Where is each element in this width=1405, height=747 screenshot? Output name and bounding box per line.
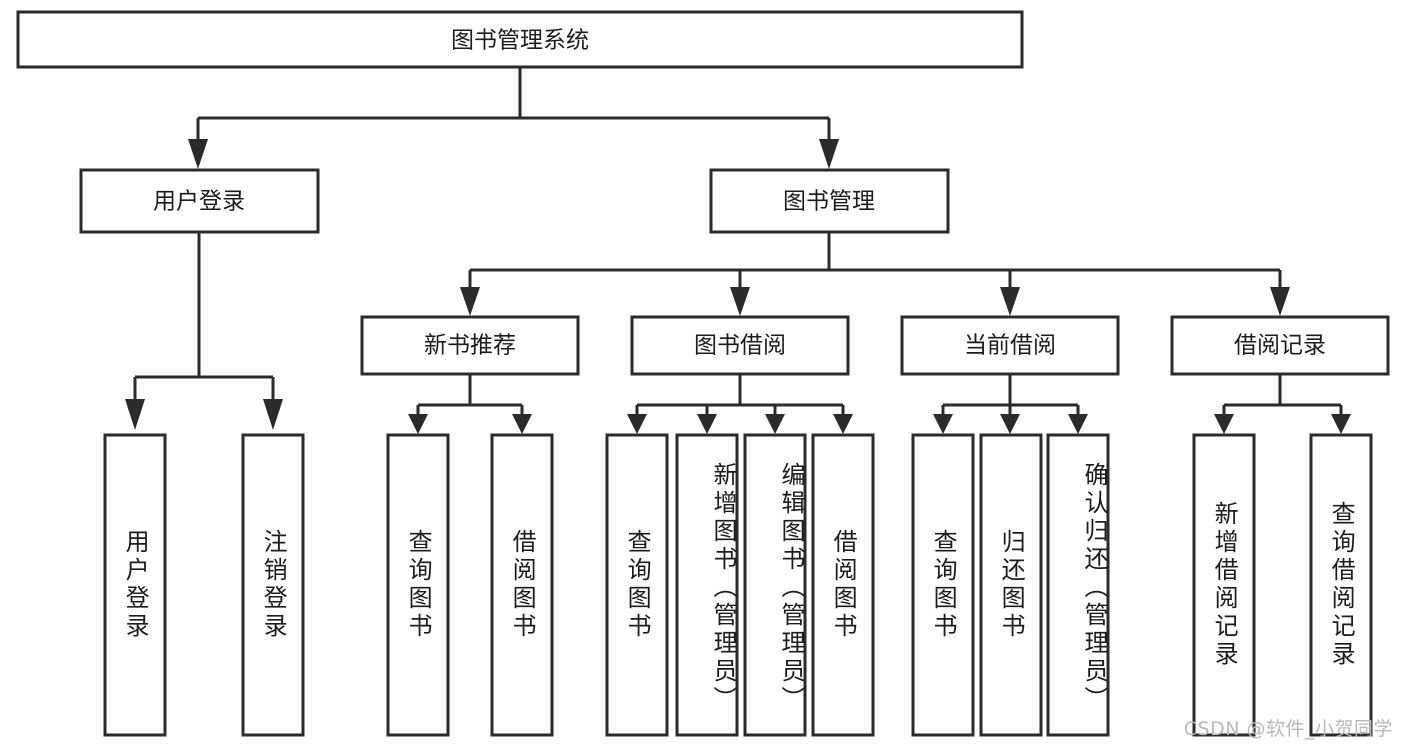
node-book-management-label: 图书管理	[783, 189, 875, 215]
connector-borrowrecord-to-leaves	[1214, 374, 1351, 434]
leaf-box-user-login-0[interactable]	[103, 433, 167, 737]
watermark: CSDN @软件_小贺同学	[1183, 718, 1393, 740]
node-user-login-label: 用户登录	[153, 189, 245, 215]
leaf-box-book-borrow-1[interactable]	[675, 433, 739, 737]
leaf-box-new-book-0[interactable]	[386, 433, 450, 737]
connector-bookmgmt-to-level3	[460, 232, 1290, 316]
connector-newbook-to-leaves	[408, 374, 532, 434]
leaf-box-new-book-1[interactable]	[490, 433, 554, 737]
node-root[interactable]: 图书管理系统	[16, 10, 1024, 69]
leaf-box-book-borrow-2[interactable]	[743, 433, 807, 737]
node-book-borrow-label: 图书借阅	[694, 333, 786, 359]
connector-userlogin-to-leaves	[125, 232, 283, 430]
node-borrow-record[interactable]: 借阅记录	[1170, 315, 1390, 376]
leaf-box-user-login-1[interactable]	[241, 433, 305, 737]
connector-currentborrow-to-leaves	[933, 374, 1088, 434]
leaf-box-current-borrow-0[interactable]	[911, 433, 975, 737]
node-book-borrow[interactable]: 图书借阅	[630, 315, 850, 376]
connector-root-to-level2	[188, 67, 839, 169]
leaf-box-book-borrow-0[interactable]	[605, 433, 669, 737]
connector-bookborrow-to-leaves	[627, 374, 853, 434]
leaf-box-book-borrow-3[interactable]	[811, 433, 875, 737]
node-current-borrow[interactable]: 当前借阅	[900, 315, 1120, 376]
leaf-box-current-borrow-2[interactable]	[1046, 433, 1110, 737]
leaf-box-current-borrow-1[interactable]	[979, 433, 1043, 737]
node-new-book-recommend-label: 新书推荐	[424, 333, 516, 359]
node-book-management[interactable]: 图书管理	[709, 168, 950, 234]
leaf-box-borrow-record-0[interactable]	[1192, 433, 1256, 737]
leaf-box-borrow-record-1[interactable]	[1309, 433, 1373, 737]
node-current-borrow-label: 当前借阅	[964, 333, 1056, 359]
node-root-label: 图书管理系统	[451, 28, 589, 54]
node-user-login[interactable]: 用户登录	[79, 168, 320, 234]
node-borrow-record-label: 借阅记录	[1234, 333, 1326, 359]
node-new-book-recommend[interactable]: 新书推荐	[360, 315, 580, 376]
